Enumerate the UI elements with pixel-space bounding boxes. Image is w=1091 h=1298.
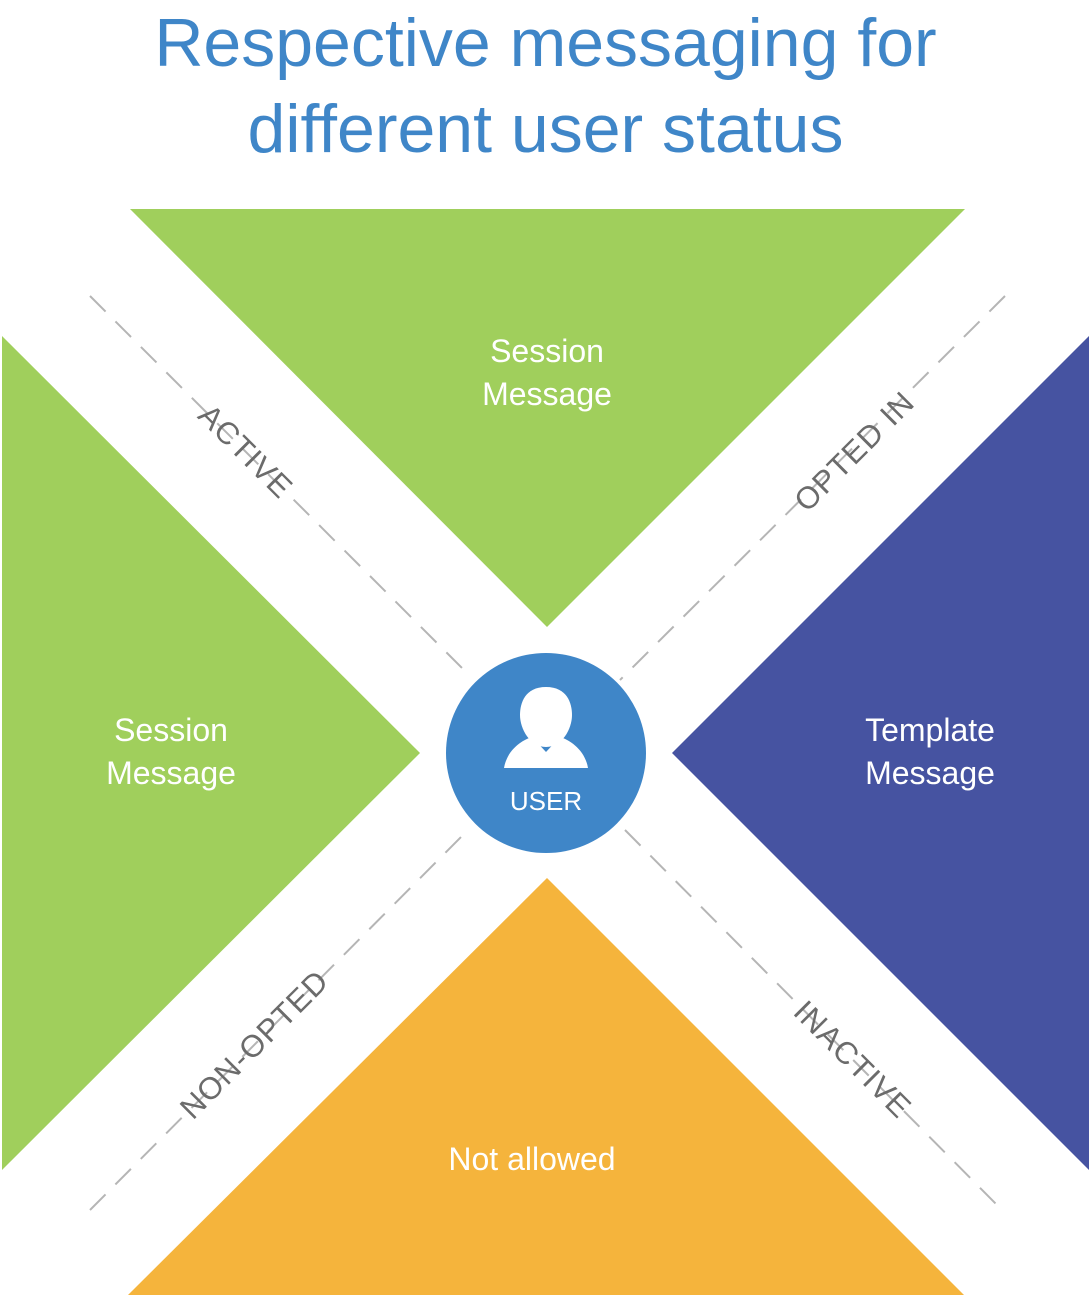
title-line-2: different user status bbox=[247, 91, 844, 167]
quadrant-left-label-line-2: Message bbox=[106, 755, 236, 791]
quadrant-top-shape bbox=[130, 209, 965, 627]
title-line-1: Respective messaging for bbox=[154, 5, 937, 81]
quadrant-top-label-line-1: Session bbox=[490, 333, 604, 369]
quadrant-right-label-line-2: Message bbox=[865, 755, 995, 791]
status-label-opted-in: OPTED IN bbox=[787, 384, 921, 518]
user-icon bbox=[504, 687, 588, 768]
dashed-line-top-left bbox=[89, 295, 467, 673]
status-label-inactive: INACTIVE bbox=[787, 994, 918, 1125]
dashed-line-bottom-right bbox=[624, 829, 1006, 1214]
quadrant-right-label-line-1: Template bbox=[865, 712, 995, 748]
quadrant-right-shape bbox=[672, 336, 1089, 1170]
quadrant-top-label-line-2: Message bbox=[482, 376, 612, 412]
dashed-line-top-right bbox=[619, 295, 1006, 681]
status-label-active: ACTIVE bbox=[192, 397, 300, 505]
quadrant-bottom-shape bbox=[128, 878, 964, 1295]
user-node: USER bbox=[446, 653, 646, 853]
dashed-line-bottom-left bbox=[89, 829, 469, 1211]
status-label-non-opted: NON-OPTED bbox=[173, 963, 336, 1126]
user-label: USER bbox=[510, 786, 582, 816]
quadrant-bottom-label: Not allowed bbox=[448, 1141, 615, 1177]
quadrant-left-label-line-1: Session bbox=[114, 712, 228, 748]
page-title: Respective messaging for different user … bbox=[0, 0, 1091, 172]
quadrant-left-shape bbox=[2, 336, 420, 1170]
